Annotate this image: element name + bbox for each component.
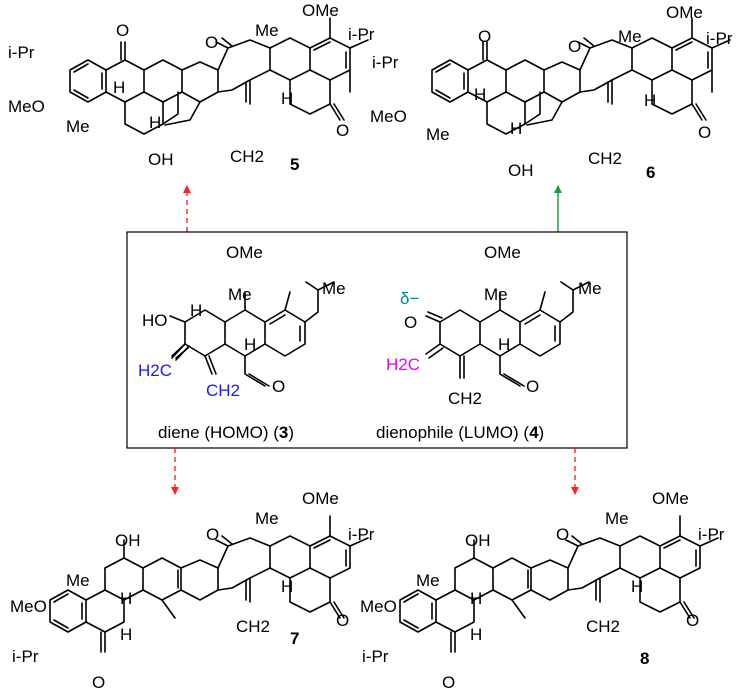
dienophile-caption-close: ) (539, 423, 545, 442)
compound-6-o-label-top: O (478, 27, 491, 46)
compound-6-h-label-2: H (510, 119, 522, 138)
dienophile-o-label-2: O (526, 377, 539, 396)
compound-6-ipr-label-2: i-Pr (706, 29, 733, 48)
diene-3-structure (169, 281, 335, 387)
compound-7-ch2-label: CH2 (236, 617, 270, 636)
compound-8-oh-label: OH (465, 531, 491, 550)
dienophile-ome-label: OMe (484, 243, 521, 262)
compound-8-number: 8 (640, 649, 649, 668)
compound-5-structure (69, 17, 369, 135)
compound-7-ipr-label: i-Pr (12, 647, 39, 666)
compound-8-ipr-label-2: i-Pr (698, 525, 725, 544)
compound-7-h-label-3: H (281, 577, 293, 596)
compound-7-ipr-label-2: i-Pr (348, 525, 375, 544)
compound-5-ome-label: OMe (302, 1, 339, 20)
compound-5-ipr-label-2: i-Pr (348, 25, 375, 44)
compound-8-ch2-label: CH2 (586, 617, 620, 636)
compound-5-me-label: Me (66, 117, 90, 136)
compound-7-me-label: Me (66, 571, 90, 590)
compound-8-h-label-1: H (470, 589, 482, 608)
diene-ho-label: HO (142, 311, 168, 330)
compound-7-o-label-bottom: O (92, 673, 105, 691)
compound-5-ch2-label: CH2 (230, 147, 264, 166)
compound-5-h-label-3: H (281, 89, 293, 108)
compound-6-structure (431, 17, 731, 135)
compound-6-me-label-2: Me (618, 27, 642, 46)
dienophile-me-label-2: Me (578, 279, 602, 298)
compound-8-me-label: Me (416, 571, 440, 590)
compound-7-ome-label: OMe (302, 489, 339, 508)
compound-5-ipr-label: i-Pr (8, 43, 35, 62)
diene-me-label: Me (228, 285, 252, 304)
compound-5-me-label-2: Me (255, 21, 279, 40)
diene-caption-number: 3 (279, 423, 288, 442)
compound-6-ome-label: OMe (666, 3, 703, 22)
compound-6-meo-label: MeO (370, 107, 407, 126)
compound-8-o-label-mid: O (556, 525, 569, 544)
dienophile-delta-label: δ− (400, 289, 419, 308)
dienophile-caption: dienophile (LUMO) (4) (376, 423, 544, 442)
compound-7-number: 7 (290, 629, 299, 648)
compound-8-o-label-bottom: O (442, 673, 455, 691)
compound-7-meo-label: MeO (10, 597, 47, 616)
diene-ome-label: OMe (226, 243, 263, 262)
compound-8-ome-label: OMe (652, 489, 689, 508)
diene-caption-close: ) (288, 423, 294, 442)
diene-h-label-2: H (244, 335, 256, 354)
compound-5-meo-label: MeO (8, 97, 45, 116)
compound-8-me-label-2: Me (605, 509, 629, 528)
compound-5-o-label-right: O (336, 121, 349, 140)
diene-me-label-2: Me (322, 279, 346, 298)
compound-5-oh-label: OH (148, 150, 174, 169)
compound-6-ipr-label: i-Pr (372, 53, 399, 72)
diene-caption-text: diene (HOMO) ( (158, 423, 279, 442)
compound-7-structure (49, 515, 369, 653)
compound-5-h-label-2: H (149, 113, 161, 132)
compound-6-o-label-right: O (698, 123, 711, 142)
diene-o-label: O (272, 377, 285, 396)
dienophile-caption-number: 4 (529, 423, 539, 442)
dienophile-caption-text: dienophile (LUMO) ( (376, 423, 529, 442)
diene-h-label: H (190, 301, 202, 320)
diene-caption: diene (HOMO) (3) (158, 423, 294, 442)
compound-5-number: 5 (290, 155, 299, 174)
compound-6-number: 6 (646, 163, 655, 182)
compound-5-h-label-1: H (113, 78, 125, 97)
compound-6-o-label-mid: O (568, 37, 581, 56)
compound-5-o-label-mid: O (205, 33, 218, 52)
diene-ch2-label: CH2 (206, 381, 240, 400)
compound-7-me-label-2: Me (255, 509, 279, 528)
compound-8-h-label-2: H (470, 625, 482, 644)
dienophile-4-structure (425, 281, 590, 387)
dienophile-h2c-label: H2C (386, 355, 420, 374)
compound-5-o-label-top: O (116, 21, 129, 40)
compound-6-h-label-1: H (474, 85, 486, 104)
compound-7-o-label-mid: O (206, 525, 219, 544)
compound-8-meo-label: MeO (360, 597, 397, 616)
compound-6-me-label: Me (426, 125, 450, 144)
compound-8-h-label-3: H (631, 577, 643, 596)
reactants-box (126, 231, 628, 449)
compound-8-o-label-right: O (686, 611, 699, 630)
compound-7-oh-label: OH (115, 531, 141, 550)
dienophile-o-label: O (404, 313, 417, 332)
compound-6-ch2-label: CH2 (588, 149, 622, 168)
compound-7-h-label-2: H (120, 625, 132, 644)
compound-8-ipr-label: i-Pr (362, 647, 389, 666)
diene-h2c-label: H2C (138, 361, 172, 380)
dienophile-h-label: H (498, 335, 510, 354)
compound-8-structure (399, 515, 719, 653)
compound-6-oh-label: OH (508, 161, 534, 180)
compound-7-o-label-right: O (336, 611, 349, 630)
dienophile-ch2-label: CH2 (448, 389, 482, 408)
compound-6-h-label-3: H (644, 91, 656, 110)
compound-7-h-label-1: H (120, 589, 132, 608)
dienophile-me-label: Me (484, 285, 508, 304)
